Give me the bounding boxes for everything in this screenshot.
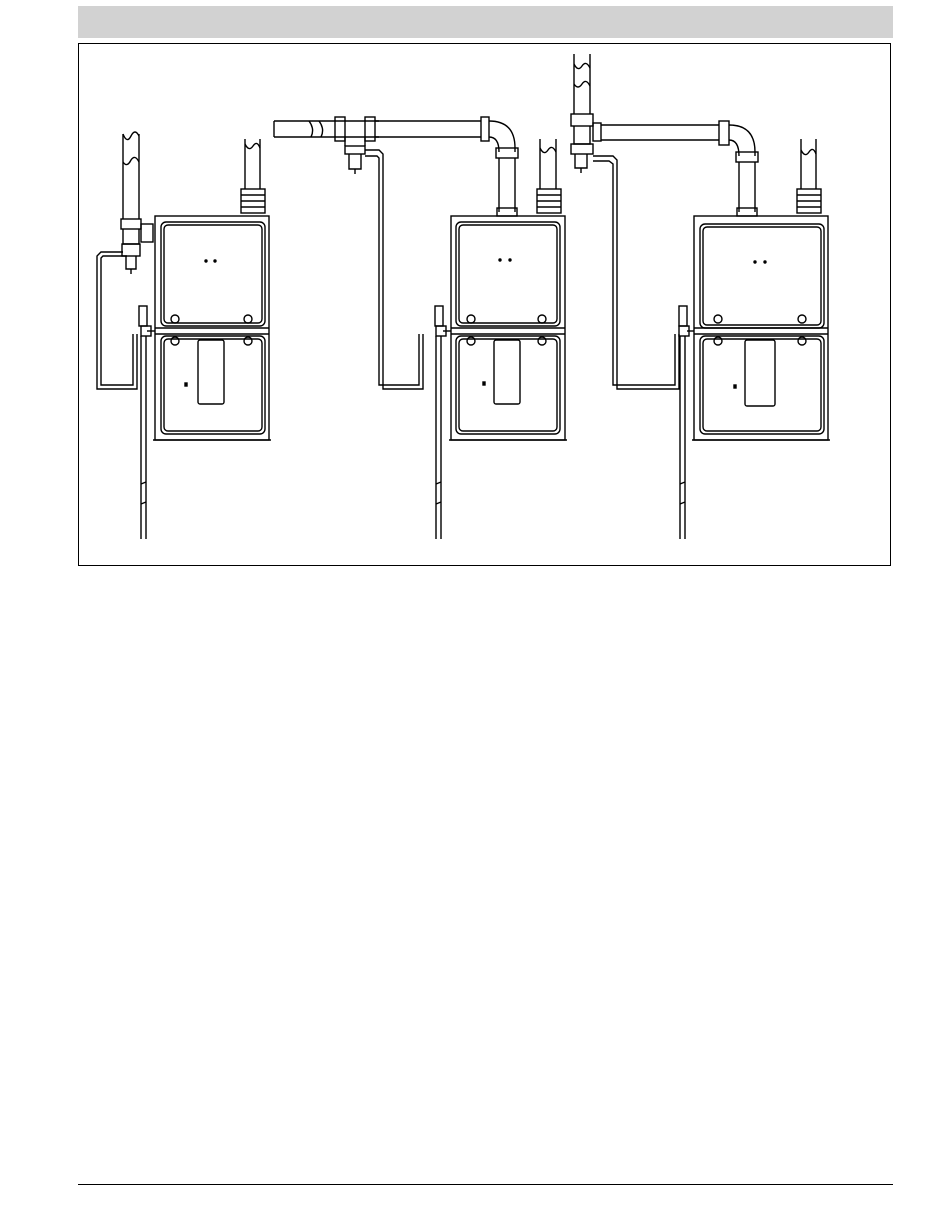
furnace-left [97,132,271,539]
furnace-right [571,54,830,539]
section-header-bar [78,6,893,38]
furnace-center [274,117,567,539]
footer-rule [78,1184,893,1185]
furnace-drawing [79,44,892,567]
furnace-vent-figure [78,43,891,566]
